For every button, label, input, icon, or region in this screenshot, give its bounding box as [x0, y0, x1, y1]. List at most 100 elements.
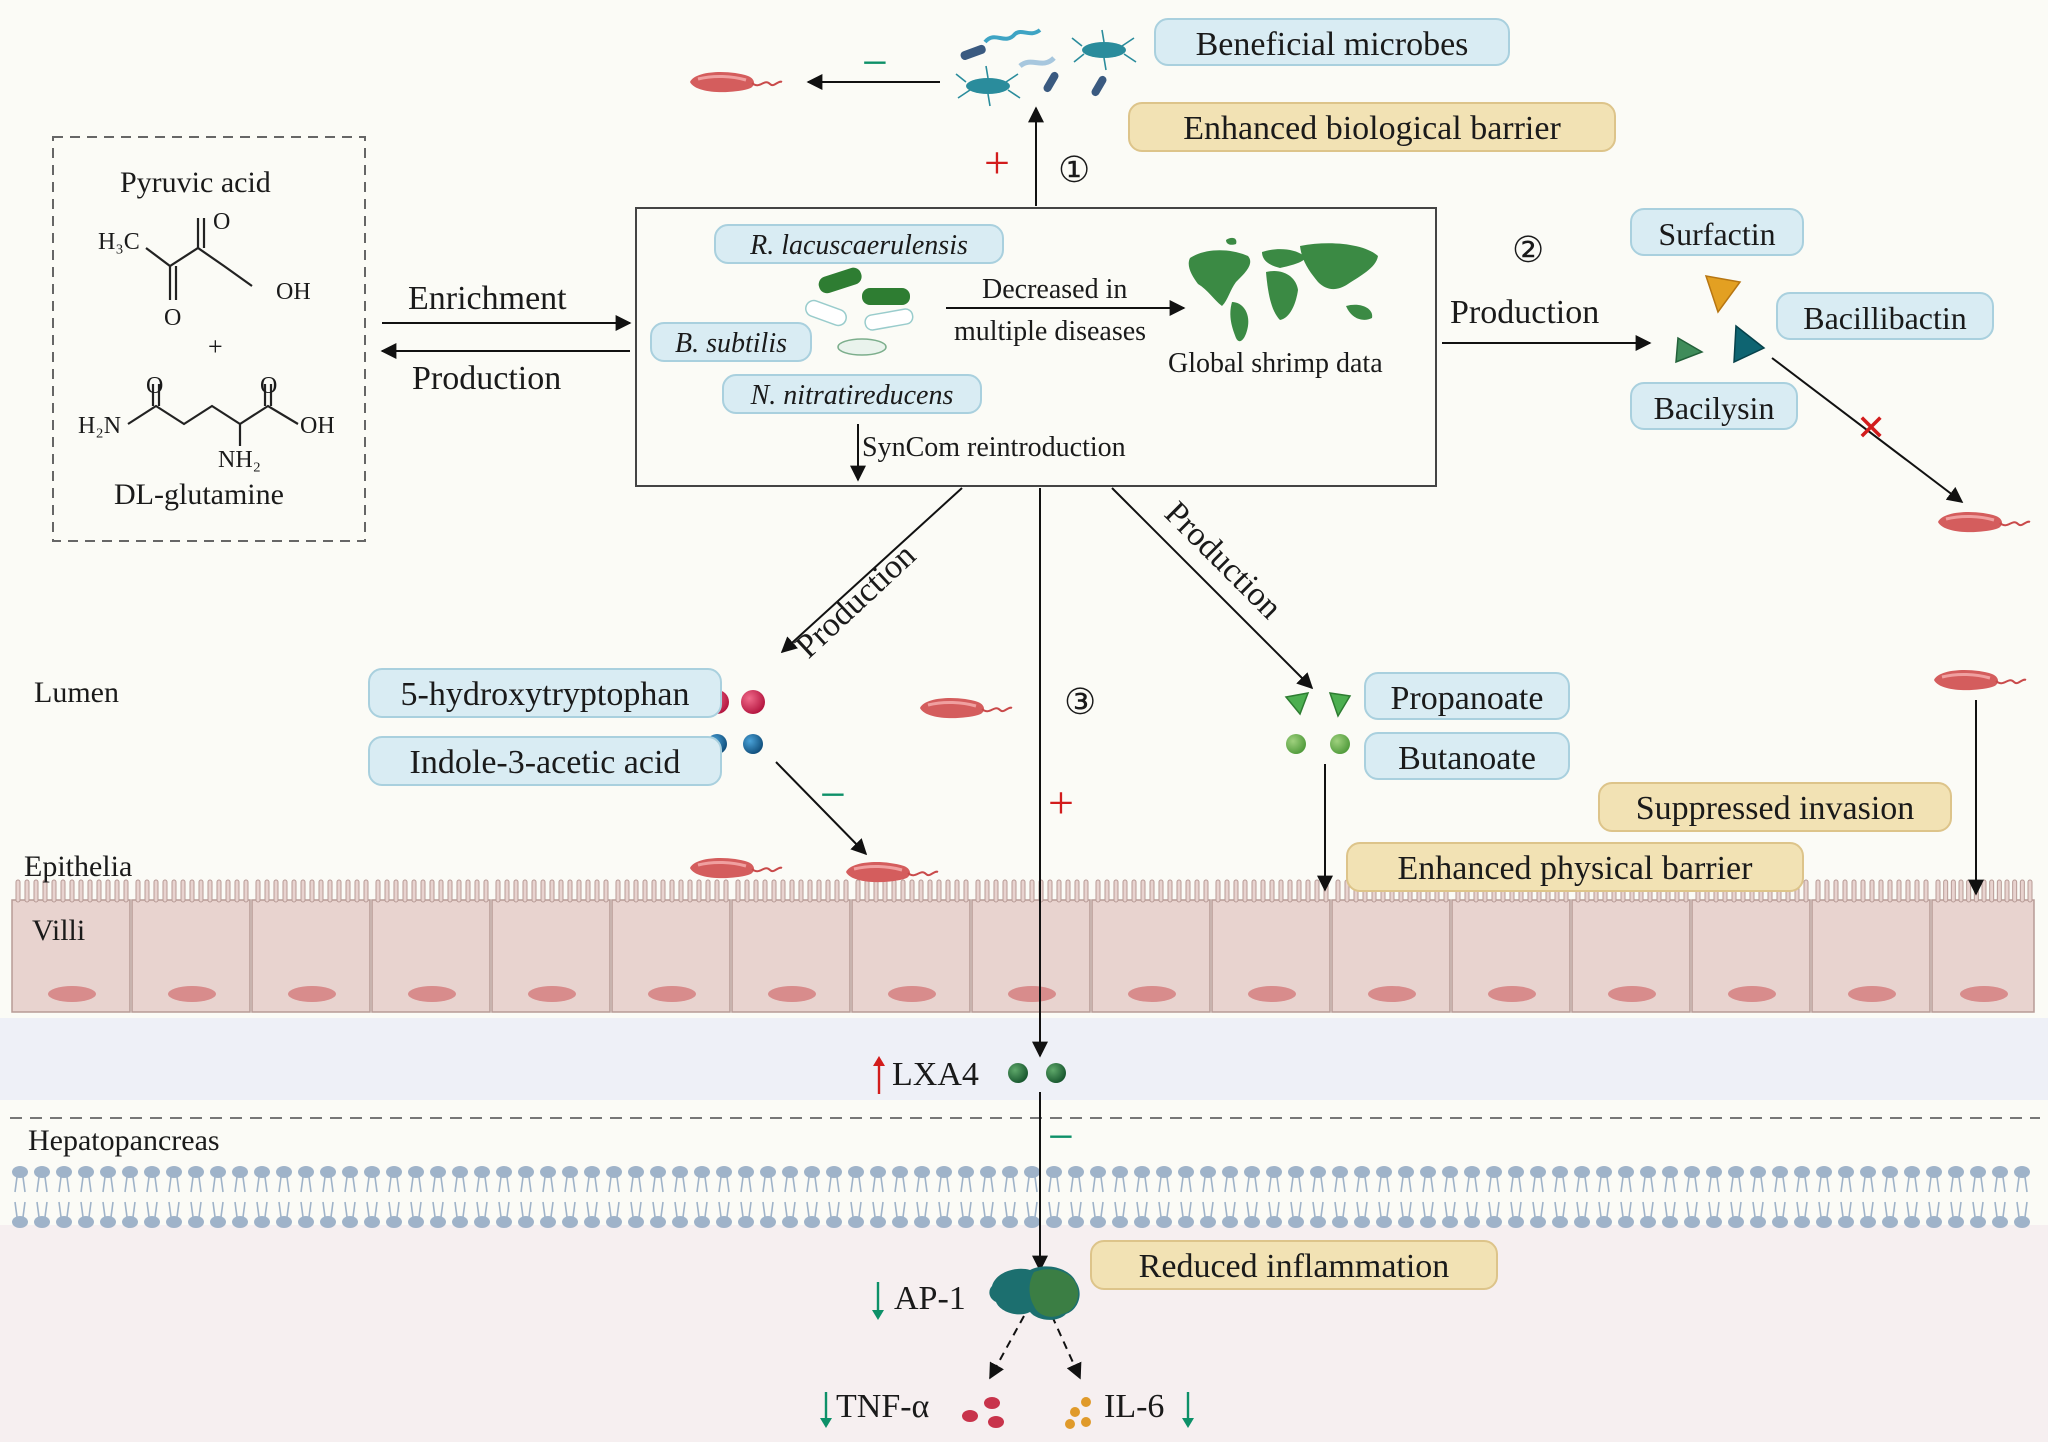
decreased-line1: Decreased in [982, 274, 1128, 305]
enhanced-biological-barrier-pill: Enhanced biological barrier [1128, 102, 1616, 152]
microvillus [1896, 879, 1902, 903]
microvillus [927, 879, 933, 903]
microvillus [1842, 879, 1848, 903]
microvillus [567, 879, 573, 903]
microvillus [633, 879, 639, 903]
cell-nucleus [1248, 986, 1296, 1002]
microvillus [576, 879, 582, 903]
microvillus [1131, 879, 1137, 903]
microvillus [864, 879, 870, 903]
bacilysin-triangle [1675, 336, 1704, 364]
microvillus [171, 879, 177, 903]
microvillus [855, 879, 861, 903]
beneficial-microbes-icon [955, 28, 1137, 107]
microvillus [1943, 879, 1949, 903]
cell-nucleus [1608, 986, 1656, 1002]
microvillus [354, 879, 360, 903]
microvillus [1981, 879, 1987, 903]
beneficial-microbes-pill: Beneficial microbes [1154, 18, 1510, 66]
marker-3: ③ [1064, 682, 1097, 722]
microvillus [669, 879, 675, 903]
microvillus [33, 879, 39, 903]
microvillus [660, 879, 666, 903]
microvillus [936, 879, 942, 903]
plus-sign: + [208, 332, 223, 361]
microvillus [1194, 879, 1200, 903]
microvillus [954, 879, 960, 903]
pyruvic-acid-structure [145, 218, 253, 300]
microvillus [24, 879, 30, 903]
lxa4-dot [1046, 1063, 1066, 1083]
microvillus [1314, 879, 1320, 903]
microvillus [825, 879, 831, 903]
microvillus [1074, 879, 1080, 903]
dl-glutamine-label: DL-glutamine [114, 478, 284, 511]
microvillus [807, 879, 813, 903]
microvillus [1104, 879, 1110, 903]
arrow-indole-pathogen [775, 761, 868, 856]
microvillus [60, 879, 66, 903]
cell-nucleus [408, 986, 456, 1002]
lxa4-label: LXA4 [892, 1056, 979, 1093]
suppressed-invasion-pill: Suppressed invasion [1598, 782, 1952, 832]
htp-dot [741, 690, 765, 714]
marker-2: ② [1512, 230, 1545, 270]
microvillus [984, 879, 990, 903]
microvillus [1923, 879, 1929, 903]
cell-membrane-bilayer [11, 1165, 2031, 1229]
surfactin-pill: Surfactin [1630, 208, 1804, 256]
microvillus [42, 879, 48, 903]
microvillus [1869, 879, 1875, 903]
iaa-pill: Indole-3-acetic acid [368, 736, 722, 786]
microvillus [1233, 879, 1239, 903]
microvillus [1020, 879, 1026, 903]
microvillus [465, 879, 471, 903]
bacillibactin-triangle [1733, 324, 1766, 364]
microvillus [816, 879, 822, 903]
microvillus [456, 879, 462, 903]
cell-nucleus [1128, 986, 1176, 1002]
microvillus [789, 879, 795, 903]
microvillus [15, 879, 21, 903]
microvillus [1029, 879, 1035, 903]
tnf-molecules [962, 1397, 1004, 1428]
microvillus [114, 879, 120, 903]
microvillus [2012, 879, 2018, 903]
cell-nucleus [888, 986, 936, 1002]
atom-oh-1: OH [276, 279, 311, 305]
microvillus [189, 879, 195, 903]
microvillus [1176, 879, 1182, 903]
microvillus [1833, 879, 1839, 903]
microvillus [504, 879, 510, 903]
submucosa-band [0, 1018, 2048, 1100]
microvillus [135, 879, 141, 903]
microvillus [1242, 879, 1248, 903]
production-label-right: Production [1450, 294, 1600, 331]
microvillus [1095, 879, 1101, 903]
tnf-label: TNF-α [836, 1388, 930, 1425]
propanoate-triangle [1284, 692, 1310, 716]
cell-nucleus [1848, 986, 1896, 1002]
villi-label: Villi [32, 914, 86, 947]
microvillus [651, 879, 657, 903]
butanoate-dot [1286, 734, 1306, 754]
microvillus [696, 879, 702, 903]
microvillus [1011, 879, 1017, 903]
microvillus [522, 879, 528, 903]
microvillus [447, 879, 453, 903]
microvillus [1935, 879, 1941, 903]
atom-o-bottom: O [164, 305, 182, 331]
microvillus [714, 879, 720, 903]
marker-1: ① [1058, 150, 1091, 190]
microvillus [1140, 879, 1146, 903]
microvillus [891, 879, 897, 903]
microvillus [495, 879, 501, 903]
microvillus [1287, 879, 1293, 903]
cell-nucleus [288, 986, 336, 1002]
microvillus [162, 879, 168, 903]
decreased-line2: multiple diseases [954, 316, 1147, 347]
microvillus [549, 879, 555, 903]
microvillus [900, 879, 906, 903]
hepatopancreas-label: Hepatopancreas [28, 1124, 220, 1157]
